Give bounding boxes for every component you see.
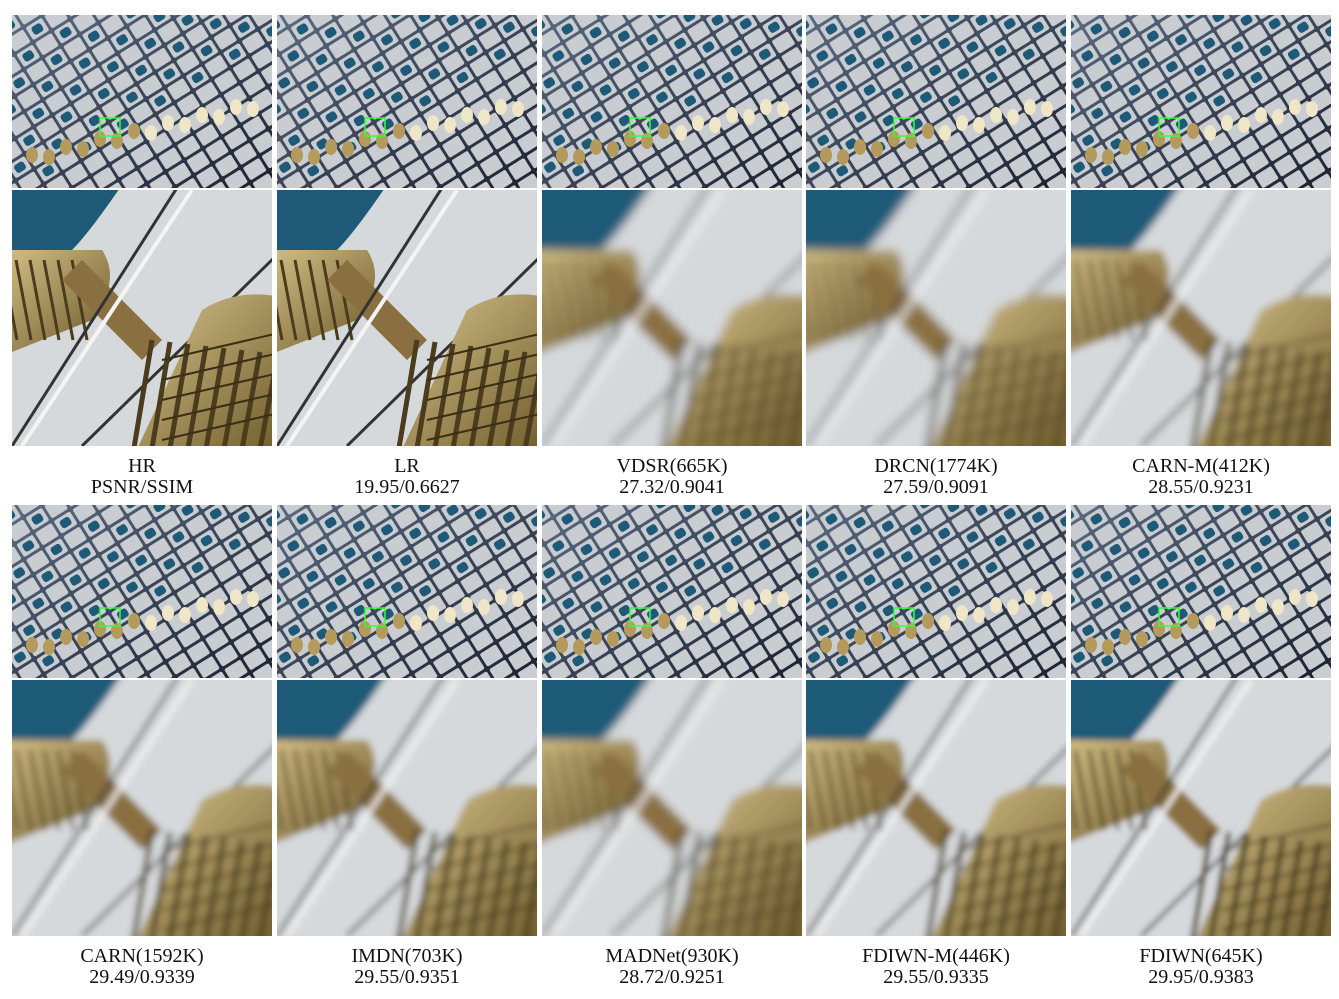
method-label: IMDN(703K): [351, 945, 463, 967]
green-rectangle-icon: [99, 117, 121, 137]
zoomed-region: [806, 680, 1066, 936]
full-image-thumbnail: [806, 505, 1066, 678]
method-label: CARN(1592K): [80, 945, 204, 967]
psnr-ssim-value: 28.55/0.9231: [1148, 476, 1254, 498]
method-label: MADNet(930K): [605, 945, 739, 967]
zoomed-crop-image: [542, 190, 802, 446]
facade-thumbnail-image: [1071, 15, 1331, 188]
zoomed-crop-image: [542, 680, 802, 936]
full-image-thumbnail: [12, 505, 272, 678]
facade-thumbnail-image: [12, 15, 272, 188]
full-image-thumbnail: [806, 15, 1066, 188]
zoomed-region: [1071, 680, 1331, 936]
zoomed-region: [542, 190, 802, 446]
facade-thumbnail-image: [806, 505, 1066, 678]
green-rectangle-icon: [99, 607, 121, 627]
facade-thumbnail-image: [1071, 505, 1331, 678]
full-image-thumbnail: [277, 505, 537, 678]
full-image-thumbnail: [1071, 505, 1331, 678]
method-label: CARN-M(412K): [1132, 455, 1270, 477]
green-rectangle-icon: [629, 117, 651, 137]
green-rectangle-icon: [364, 117, 386, 137]
zoomed-region: [12, 190, 272, 446]
facade-thumbnail-image: [12, 505, 272, 678]
psnr-ssim-value: 29.49/0.9339: [89, 966, 195, 988]
psnr-ssim-value: 29.55/0.9335: [883, 966, 989, 988]
zoomed-crop-image: [277, 680, 537, 936]
zoomed-region: [806, 190, 1066, 446]
method-label: VDSR(665K): [616, 455, 728, 477]
zoomed-crop-image: [1071, 190, 1331, 446]
facade-thumbnail-image: [806, 15, 1066, 188]
facade-thumbnail-image: [542, 15, 802, 188]
method-label: HR: [128, 455, 156, 477]
zoomed-region: [277, 680, 537, 936]
full-image-thumbnail: [12, 15, 272, 188]
psnr-ssim-value: 28.72/0.9251: [619, 966, 725, 988]
psnr-ssim-value: PSNR/SSIM: [90, 476, 194, 498]
psnr-ssim-value: 29.55/0.9351: [354, 966, 460, 988]
green-rectangle-icon: [893, 607, 915, 627]
zoomed-crop-image: [806, 190, 1066, 446]
psnr-ssim-value: 19.95/0.6627: [354, 476, 460, 498]
zoomed-region: [1071, 190, 1331, 446]
full-image-thumbnail: [277, 15, 537, 188]
zoomed-region: [277, 190, 537, 446]
zoomed-crop-image: [806, 680, 1066, 936]
zoomed-crop-image: [12, 190, 272, 446]
green-rectangle-icon: [893, 117, 915, 137]
zoomed-region: [12, 680, 272, 936]
green-rectangle-icon: [364, 607, 386, 627]
psnr-ssim-value: 27.32/0.9041: [619, 476, 725, 498]
green-rectangle-icon: [1158, 117, 1180, 137]
psnr-ssim-value: 29.95/0.9383: [1148, 966, 1254, 988]
zoomed-crop-image: [277, 190, 537, 446]
zoomed-crop-image: [12, 680, 272, 936]
psnr-ssim-value: 27.59/0.9091: [883, 476, 989, 498]
method-label: FDIWN(645K): [1139, 945, 1263, 967]
green-rectangle-icon: [1158, 607, 1180, 627]
method-label: DRCN(1774K): [874, 455, 998, 477]
method-label: FDIWN-M(446K): [862, 945, 1010, 967]
facade-thumbnail-image: [542, 505, 802, 678]
facade-thumbnail-image: [277, 15, 537, 188]
method-label: LR: [394, 455, 420, 477]
full-image-thumbnail: [542, 505, 802, 678]
zoomed-region: [542, 680, 802, 936]
facade-thumbnail-image: [277, 505, 537, 678]
full-image-thumbnail: [542, 15, 802, 188]
zoomed-crop-image: [1071, 680, 1331, 936]
full-image-thumbnail: [1071, 15, 1331, 188]
green-rectangle-icon: [629, 607, 651, 627]
